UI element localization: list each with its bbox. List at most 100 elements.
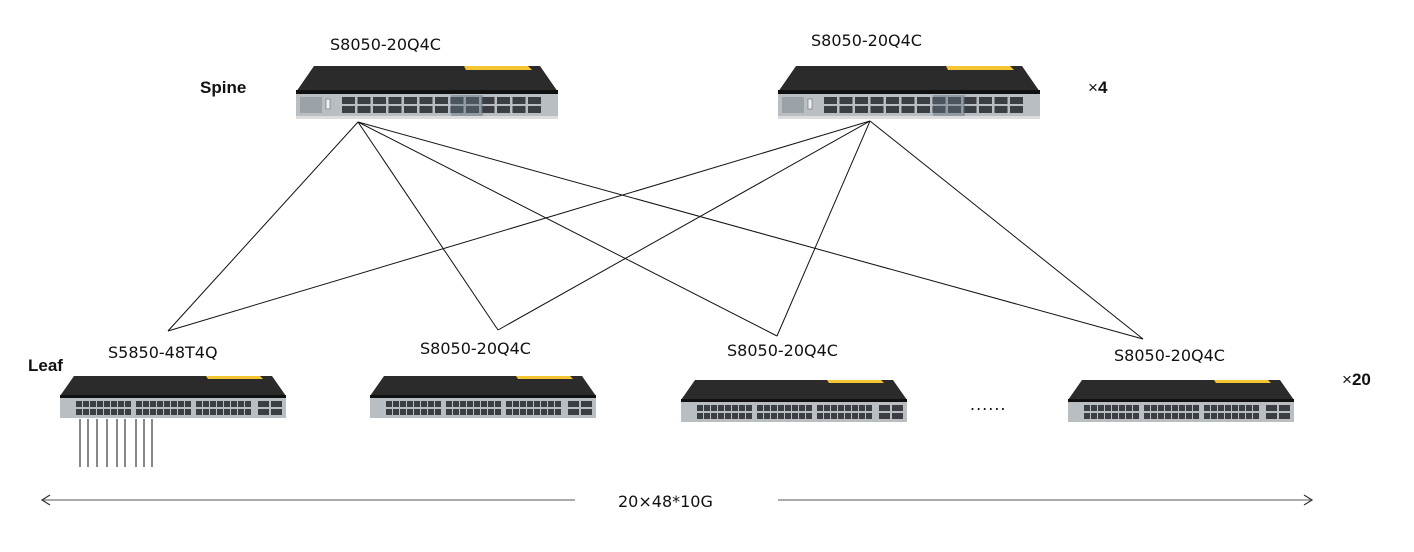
chassis-top	[370, 376, 596, 396]
rj45-port	[393, 409, 399, 415]
rj45-port	[157, 401, 163, 407]
qsfp-port	[932, 106, 946, 113]
rj45-port	[386, 401, 392, 407]
rj45-port	[704, 413, 710, 419]
spine-switch-1[interactable]	[296, 64, 558, 124]
rj45-port	[143, 409, 149, 415]
rj45-port	[799, 413, 805, 419]
rj45-port	[852, 413, 858, 419]
qsfp-port	[450, 97, 464, 104]
rj45-port	[1151, 405, 1157, 411]
rj45-port	[1098, 413, 1104, 419]
rj45-port	[224, 401, 230, 407]
qsfp-port	[1010, 106, 1023, 113]
qsfp-port	[979, 97, 992, 104]
rj45-port	[111, 409, 117, 415]
qsfp-port	[979, 106, 992, 113]
rj45-port	[76, 409, 82, 415]
rj45-port	[548, 401, 554, 407]
rj45-port	[453, 401, 459, 407]
rj45-port	[697, 413, 703, 419]
qsfp-port	[892, 413, 903, 419]
rj45-port	[164, 409, 170, 415]
qsfp-port	[271, 401, 282, 407]
rj45-port	[446, 401, 452, 407]
leaf-switch-4[interactable]	[1068, 378, 1294, 428]
rj45-port	[428, 409, 434, 415]
link-spine-1-leaf-3	[357, 121, 778, 337]
rj45-port	[1133, 405, 1139, 411]
label-sticker	[516, 376, 573, 379]
rj45-port	[838, 413, 844, 419]
rj45-port	[164, 401, 170, 407]
qsfp-port	[512, 106, 526, 113]
rj45-port	[778, 405, 784, 411]
qsfp-port	[581, 409, 592, 415]
width-arrow	[40, 494, 1314, 506]
rj45-port	[428, 401, 434, 407]
rj45-port	[527, 409, 533, 415]
rj45-port	[1186, 413, 1192, 419]
chassis-shadow	[296, 116, 558, 119]
arrow-right-head	[1303, 494, 1314, 506]
rj45-port	[1218, 413, 1224, 419]
port-group-highlight	[933, 95, 965, 116]
spine-2-model-label: S8050-20Q4C	[811, 31, 922, 50]
rj45-port	[435, 409, 441, 415]
rj45-port	[806, 413, 812, 419]
rj45-port	[520, 401, 526, 407]
rj45-port	[1091, 413, 1097, 419]
spine-switch-2[interactable]	[778, 64, 1040, 124]
vent-strip	[370, 395, 596, 398]
rj45-port	[1232, 413, 1238, 419]
qsfp-port	[528, 97, 541, 104]
rj45-port	[1246, 413, 1252, 419]
rj45-port	[555, 401, 561, 407]
leaf-2-model-label: S8050-20Q4C	[420, 339, 531, 358]
rj45-port	[1211, 405, 1217, 411]
rj45-port	[718, 413, 724, 419]
qsfp-port	[373, 106, 386, 113]
qsfp-port	[271, 409, 282, 415]
rj45-port	[764, 413, 770, 419]
rj45-port	[711, 413, 717, 419]
rj45-port	[555, 409, 561, 415]
leaf-switch-2[interactable]	[370, 374, 596, 424]
arrow-left-head	[40, 494, 51, 506]
rj45-port	[824, 413, 830, 419]
rj45-port	[1232, 405, 1238, 411]
rj45-port	[97, 409, 103, 415]
rj45-port	[171, 401, 177, 407]
rj45-port	[76, 401, 82, 407]
qsfp-port	[901, 97, 915, 104]
chassis-top	[681, 380, 907, 400]
rj45-port	[792, 413, 798, 419]
rj45-port	[548, 409, 554, 415]
rj45-port	[150, 409, 156, 415]
qsfp-port	[481, 106, 495, 113]
qsfp-port	[450, 106, 464, 113]
leaf-switch-1[interactable]	[60, 374, 286, 424]
leaf-count: ×20	[1342, 370, 1371, 390]
rj45-port	[1225, 413, 1231, 419]
qsfp-port	[932, 97, 946, 104]
qsfp-port	[917, 97, 930, 104]
chassis-top	[296, 66, 558, 92]
qsfp-port	[481, 97, 495, 104]
rj45-port	[1126, 413, 1132, 419]
mgmt-ports	[300, 97, 322, 113]
mgmt-ports	[782, 97, 804, 113]
rj45-port	[771, 413, 777, 419]
rj45-port	[704, 405, 710, 411]
vent-strip	[778, 90, 1040, 94]
qsfp-port	[824, 106, 837, 113]
qsfp-port	[404, 106, 417, 113]
chassis-top	[1068, 380, 1294, 400]
rj45-port	[1151, 413, 1157, 419]
rj45-port	[1119, 405, 1125, 411]
rj45-port	[764, 405, 770, 411]
qsfp-port	[870, 97, 884, 104]
leaf-switch-3[interactable]	[681, 378, 907, 428]
qsfp-port	[1279, 413, 1290, 419]
more-leaves-ellipsis: ......	[970, 395, 1007, 414]
